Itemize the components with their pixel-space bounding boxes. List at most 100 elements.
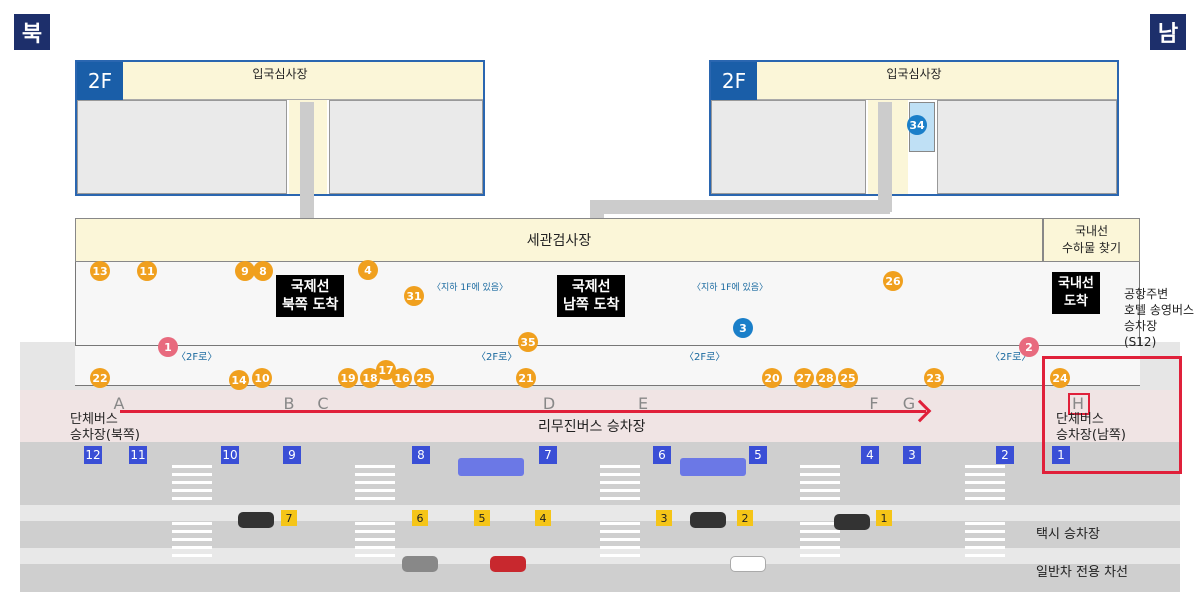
marker-orange[interactable]: 21: [516, 368, 536, 388]
group-bus-south-label: 단체버스 승차장(남쪽): [1056, 412, 1126, 443]
gate-label: A: [113, 394, 125, 413]
crosswalk: [355, 465, 395, 501]
taxi-icon: [238, 512, 274, 528]
marker-orange[interactable]: 10: [252, 368, 272, 388]
marker-orange[interactable]: 18: [360, 368, 380, 388]
taxi-icon: [834, 514, 870, 530]
escalator-note: 〈2F로〉: [684, 352, 726, 363]
taxi-stop-number: 5: [474, 510, 490, 526]
crosswalk: [965, 522, 1005, 558]
gate-label: H: [1071, 394, 1085, 413]
gate-label: B: [283, 394, 295, 413]
floor-tag: 2F: [711, 62, 757, 100]
annotation-box: [1042, 356, 1182, 474]
domestic-arrival-label: 국내선 도착: [1052, 272, 1100, 314]
crosswalk: [355, 522, 395, 558]
marker-orange[interactable]: 22: [90, 368, 110, 388]
marker-orange[interactable]: 31: [404, 286, 424, 306]
limousine-zone: [20, 390, 1180, 442]
escalator-note: 〈2F로〉: [990, 352, 1032, 363]
bus-stop-number: 2: [996, 446, 1014, 464]
marker-orange[interactable]: 16: [392, 368, 412, 388]
customs-title: 세관검사장: [526, 233, 592, 249]
marker-orange[interactable]: 24: [1050, 368, 1070, 388]
taxi-stop-number: 4: [535, 510, 551, 526]
gate-label: C: [317, 394, 329, 413]
hotel-shuttle-label: 공항주변 호텔 송영버스 승차장 (S12): [1124, 287, 1195, 349]
basement-toilet-note: 〈지하 1F에 있음〉: [692, 283, 769, 293]
north-arrival-label: 국제선 북쪽 도착: [276, 275, 345, 317]
marker-orange[interactable]: 19: [338, 368, 358, 388]
marker-orange[interactable]: 8: [253, 261, 273, 281]
car-icon: [402, 556, 438, 572]
taxi-stop-number: 3: [656, 510, 672, 526]
bus-stop-number: 5: [749, 446, 767, 464]
marker-orange[interactable]: 14: [229, 370, 249, 390]
crosswalk: [600, 465, 640, 501]
south-arrival-label: 국제선 남쪽 도착: [557, 275, 626, 317]
marker-pink[interactable]: 1: [158, 337, 178, 357]
basement-toilet-note: 〈지하 1F에 있음〉: [432, 283, 509, 293]
south-label: 남: [1150, 14, 1186, 50]
taxi-stop-number: 6: [412, 510, 428, 526]
taxi-icon: [690, 512, 726, 528]
bus-stop-number: 11: [129, 446, 147, 464]
marker-orange[interactable]: 25: [838, 368, 858, 388]
group-bus-north-label: 단체버스 승차장(북쪽): [70, 412, 140, 443]
annotation-arrow: [120, 410, 926, 413]
crosswalk: [965, 465, 1005, 501]
marker-orange[interactable]: 13: [90, 261, 110, 281]
car-icon: [490, 556, 526, 572]
marker-orange[interactable]: 25: [414, 368, 434, 388]
bus-stop-number: 12: [84, 446, 102, 464]
taxi-stop-number: 1: [876, 510, 892, 526]
crosswalk: [172, 522, 212, 558]
car-icon: [730, 556, 766, 572]
immigration-title: 입국심사장: [252, 67, 308, 81]
escalator-note: 〈2F로〉: [176, 352, 218, 363]
bus-stop-number: 6: [653, 446, 671, 464]
gate-label: G: [902, 394, 916, 413]
taxi-stop-number: 2: [737, 510, 753, 526]
north-label: 북: [14, 14, 50, 50]
route-arrow-south: [590, 200, 890, 214]
marker-pink[interactable]: 2: [1019, 337, 1039, 357]
bus-stop-number: 4: [861, 446, 879, 464]
customs-area: 세관검사장: [75, 218, 1043, 262]
bus-stop-number: 10: [221, 446, 239, 464]
gate-label: E: [637, 394, 649, 413]
marker-orange[interactable]: 4: [358, 260, 378, 280]
bus-stop-number: 3: [903, 446, 921, 464]
taxi-stand-label: 택시 승차장: [1036, 527, 1100, 542]
limousine-label: 리무진버스 승차장: [538, 419, 646, 435]
route-arrow-north: [300, 102, 314, 247]
crosswalk: [172, 465, 212, 501]
marker-orange[interactable]: 9: [235, 261, 255, 281]
general-lane-label: 일반차 전용 차선: [1036, 565, 1128, 580]
floor2-left: 2F 입국심사장: [75, 60, 485, 196]
domestic-baggage: 국내선 수하물 찾기: [1043, 218, 1140, 262]
gate-label: F: [869, 394, 879, 413]
bus-icon: [680, 458, 746, 476]
marker-orange[interactable]: 17: [376, 360, 396, 380]
marker-blue[interactable]: 3: [733, 318, 753, 338]
marker-34[interactable]: 34: [907, 115, 927, 135]
crosswalk: [800, 465, 840, 501]
marker-orange[interactable]: 35: [518, 332, 538, 352]
floor2-right: 2F 입국심사장: [709, 60, 1119, 196]
crosswalk: [600, 522, 640, 558]
marker-orange[interactable]: 23: [924, 368, 944, 388]
gate-label: D: [542, 394, 556, 413]
marker-orange[interactable]: 28: [816, 368, 836, 388]
bus-stop-number: 7: [539, 446, 557, 464]
marker-orange[interactable]: 11: [137, 261, 157, 281]
bus-stop-number: 1: [1052, 446, 1070, 464]
marker-orange[interactable]: 20: [762, 368, 782, 388]
marker-orange[interactable]: 26: [883, 271, 903, 291]
escalator-note: 〈2F로〉: [476, 352, 518, 363]
floor-tag: 2F: [77, 62, 123, 100]
marker-orange[interactable]: 27: [794, 368, 814, 388]
bus-icon: [458, 458, 524, 476]
bus-stop-number: 8: [412, 446, 430, 464]
immigration-title: 입국심사장: [886, 67, 942, 81]
